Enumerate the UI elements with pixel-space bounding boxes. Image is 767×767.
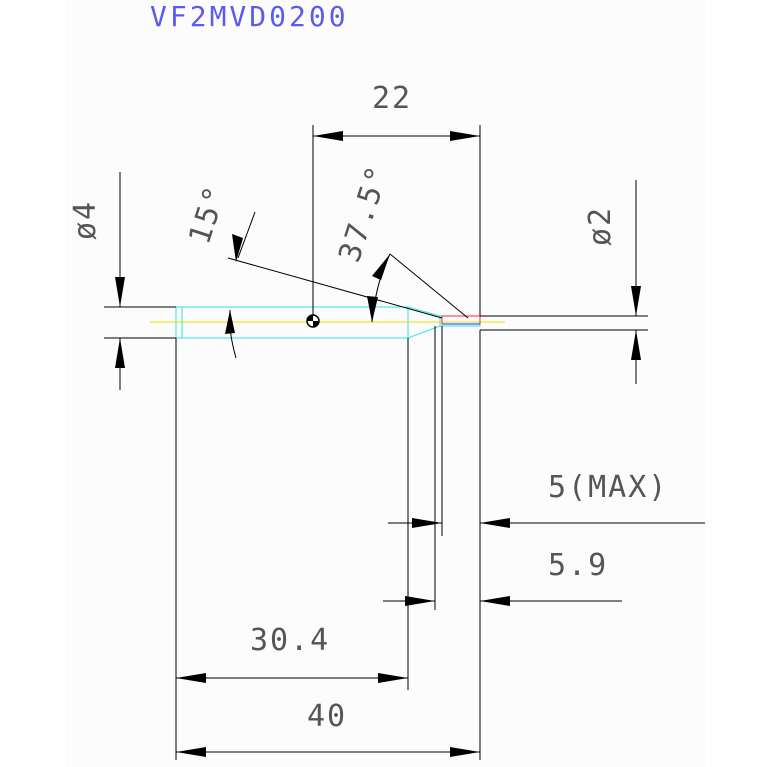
datum-symbol — [306, 314, 320, 328]
dim-dia-4-label: ø4 — [68, 200, 103, 240]
dim-30-4: 30.4 — [176, 623, 408, 683]
dim-22-label: 22 — [372, 81, 412, 116]
dim-40: 40 — [176, 699, 480, 757]
part-number-title: VF2MVD0200 — [150, 0, 349, 33]
dim-30-4-label: 30.4 — [250, 623, 330, 658]
dim-dia-2-label: ø2 — [583, 206, 618, 246]
dim-5-9-label: 5.9 — [548, 548, 608, 583]
dim-40-label: 40 — [307, 699, 347, 734]
extension-lines — [175, 326, 481, 760]
dim-dia-4: ø4 — [68, 172, 176, 390]
dim-22: 22 — [312, 81, 481, 316]
dim-5-9: 5.9 — [383, 548, 622, 606]
drawing-sheet — [65, 0, 705, 767]
dim-5-max: 5(MAX) — [388, 470, 705, 528]
body-outline — [175, 306, 481, 339]
dim-5-max-label: 5(MAX) — [548, 470, 668, 505]
dim-dia-2: ø2 — [480, 180, 648, 384]
